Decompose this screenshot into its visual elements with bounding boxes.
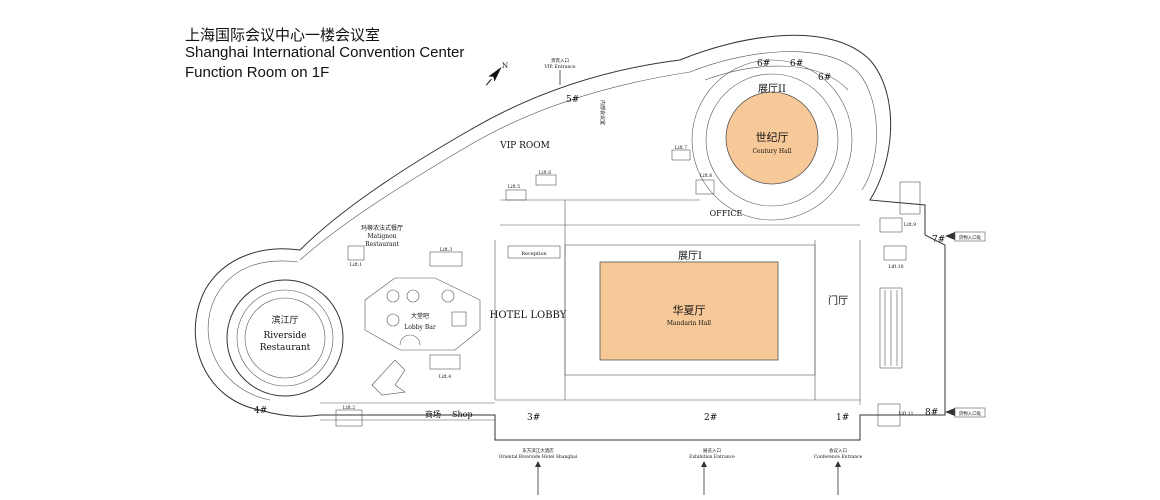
map-title-cn: 上海国际会议中心一楼会议室 — [185, 26, 381, 44]
lift-9-label: Lift.9 — [904, 222, 916, 228]
inner-meeting-label: 内部会议室 — [599, 100, 606, 125]
map-title-en: Shanghai International Convention Center — [185, 44, 465, 61]
door-6b-label: 6# — [790, 59, 803, 69]
cargo-entrance-1: 货物入口处 — [959, 234, 982, 241]
riverside-restaurant-circle — [226, 279, 344, 397]
door-5-label: 5# — [566, 95, 579, 105]
lift-11-label: Lift.11 — [898, 411, 913, 417]
compass-icon — [485, 66, 502, 86]
shop-label-cn: 商场 — [425, 409, 441, 419]
century-hall-label-cn: 世纪厅 — [756, 131, 789, 144]
lift-5-label: Lift.5 — [508, 184, 520, 190]
door-4-label: 4# — [254, 406, 267, 416]
century-hall-label-en: Century Hall — [752, 148, 791, 155]
cargo-entrance-2: 货物入口处 — [959, 410, 982, 417]
conference-entrance-cn: 会议入口 — [829, 447, 847, 454]
building-outline — [194, 34, 946, 441]
zhanting-i-label: 展厅I — [678, 250, 702, 262]
hotel-lobby-label: HOTEL LOBBY — [490, 310, 567, 321]
door-6a-label: 6# — [757, 59, 770, 69]
vip-room-label: VIP ROOM — [499, 141, 550, 151]
lift-2-label: Lift.2 — [343, 405, 355, 411]
lobby-bar-label-cn: 大堂吧 — [411, 312, 429, 320]
exhibition-entrance-cn: 展览入口 — [703, 447, 721, 454]
hotel-entrance-en: Oriental Riverside Hotel Shanghai — [499, 454, 578, 460]
matignon-label-cn: 玛蒂浓法式餐厅 — [361, 224, 403, 232]
reception-label: Reception — [521, 251, 547, 257]
door-2-label: 2# — [704, 413, 717, 423]
door-7-label: 7# — [932, 235, 945, 245]
door-1-label: 1# — [836, 413, 849, 423]
exhibition-entrance-en: Exhibition Entrance — [689, 454, 735, 460]
vip-entrance-cn: 贵宾入口 — [551, 57, 569, 64]
hotel-entrance-cn: 东方滨江大酒店 — [522, 447, 554, 454]
compass-label: N — [502, 62, 508, 70]
riverside-label-en1: Riverside — [264, 331, 307, 341]
lobby-bar-label-en: Lobby Bar — [404, 324, 436, 331]
door-6c-label: 6# — [818, 73, 831, 83]
mandarin-hall-label-en: Mandarin Hall — [667, 320, 711, 327]
riverside-label-cn: 滨江厅 — [271, 314, 298, 326]
lift-10-label: Lift.10 — [888, 264, 903, 270]
map-subtitle: Function Room on 1F — [185, 64, 330, 81]
lift-3-label: Lift.3 — [440, 247, 452, 253]
vip-entrance-en: VIP. Entrance — [544, 64, 576, 70]
mandarin-hall-rect — [599, 261, 779, 361]
office-label: OFFICE — [710, 209, 743, 218]
lift-8-label: Lift.8 — [700, 173, 712, 179]
door-3-label: 3# — [527, 413, 540, 423]
century-hall-circle — [725, 91, 819, 185]
conference-entrance-en: Conference Entrance — [814, 454, 863, 460]
menting-label: 门厅 — [828, 294, 848, 307]
zhanting-ii-label: 展厅II — [758, 83, 786, 95]
door-8-label: 8# — [925, 408, 938, 418]
mandarin-hall-label-cn: 华夏厅 — [673, 303, 706, 317]
lift-1-label: Lift.1 — [350, 262, 362, 268]
lift-6-label: Lift.6 — [539, 170, 551, 176]
lift-7-label: Lift.7 — [675, 145, 687, 151]
shop-label-en: Shop — [452, 410, 473, 419]
matignon-label-en1: Matignon — [367, 233, 396, 240]
riverside-label-en2: Restaurant — [260, 343, 311, 353]
matignon-label-en2: Restaurant — [365, 241, 399, 248]
lobby-bar-outline — [364, 277, 481, 351]
lift-4-label: Lift.4 — [439, 374, 451, 380]
